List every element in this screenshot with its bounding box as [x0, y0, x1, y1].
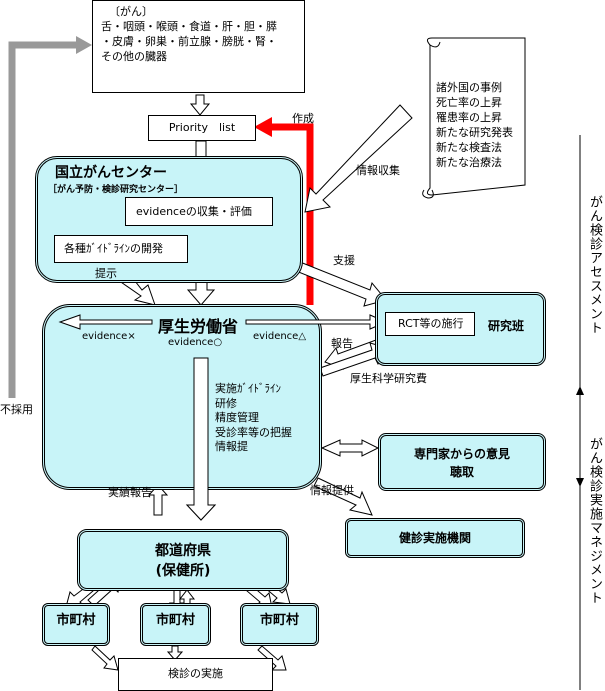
screening-org-box: 健診実施機関 [345, 518, 525, 558]
results-report-label: 実績報告 [108, 486, 152, 499]
scroll-line: 新たな検査法 [436, 141, 502, 154]
evidence-o-label: evidence○ [168, 337, 223, 348]
arrow-mun2-screen [166, 645, 184, 661]
support-label: 支援 [333, 254, 355, 267]
research-team-title: 研究班 [488, 319, 525, 333]
organs-line: その他の臓器 [101, 50, 167, 63]
prefecture-line: (保健所) [155, 563, 211, 579]
experts-line: 専門家からの意見 [413, 447, 510, 461]
arrow-info-provide [313, 477, 373, 516]
organs-line: 舌・咽頭・喉頭・食道・肝・胆・膵 [101, 20, 277, 33]
prefecture-box: 都道府県 (保健所) [77, 529, 289, 591]
experts-line: 聴取 [449, 465, 474, 479]
rct-box: RCT等の施行 [385, 312, 475, 336]
arrow-info-collect [304, 104, 413, 213]
mhlw-title: 厚生労働省 [156, 313, 241, 337]
rejected-label: 不採用 [0, 403, 33, 416]
ncc-title: 国立がんセンター [55, 165, 167, 181]
mhlw-item: 受診率等の把握 [215, 425, 292, 439]
municipality-box: 市町村 [42, 603, 110, 646]
priority-list-box: Priority list [148, 115, 256, 141]
municipality-box: 市町村 [240, 603, 319, 646]
assessment-label: がん検診アセスメント [587, 195, 602, 335]
arrow-mun1-screen [91, 645, 119, 671]
scroll-shape [426, 37, 526, 196]
evidence-x-label: evidence× [82, 331, 136, 342]
mhlw-item: 精度管理 [215, 411, 259, 424]
mhlw-item: 情報提 [215, 440, 248, 453]
evidence-collect-box: evidenceの収集・評価 [125, 197, 273, 226]
scroll-line: 新たな治療法 [436, 156, 502, 169]
reject-arrow [8, 41, 78, 398]
arrow-organs-to-list [189, 94, 211, 116]
scroll-line: 死亡率の上昇 [436, 96, 502, 109]
organs-line: 〔がん〕 [109, 5, 153, 18]
ncc-subtitle: ［がん予防・検診研究センター］ [48, 185, 184, 195]
organs-box: 〔がん〕 舌・咽頭・喉頭・食道・肝・胆・膵 ・皮膚・卵巣・前立腺・膀胱・腎・ そ… [92, 0, 305, 93]
report-label: 報告 [331, 337, 353, 350]
scroll-line: 罹患率の上昇 [436, 111, 502, 124]
arrow-experts [320, 439, 380, 457]
mhlw-item: 研修 [215, 396, 237, 410]
management-label: がん検診実施マネジメント [587, 437, 602, 605]
arrow-results [147, 484, 169, 516]
scroll-line: 新たな研究発表 [436, 126, 513, 139]
present-label: 提示 [95, 267, 117, 280]
created-label: 作成 [292, 112, 314, 125]
grant-label: 厚生科学研究費 [350, 372, 427, 385]
experts-box: 専門家からの意見 聴取 [378, 433, 546, 491]
mhlw-item: 実施ｶﾞｲﾄﾞﾗｲﾝ [215, 382, 281, 395]
create-arrow [270, 123, 314, 305]
scroll-text: 諸外国の事例 死亡率の上昇 罹患率の上昇 新たな研究発表 新たな検査法 新たな治… [436, 80, 513, 170]
info-collect-label: 情報収集 [356, 164, 400, 177]
organs-line: ・皮膚・卵巣・前立腺・膀胱・腎・ [101, 35, 277, 48]
scroll-line: 諸外国の事例 [436, 81, 502, 94]
prefecture-line: 都道府県 [155, 543, 211, 559]
guideline-dev-box: 各種ｶﾞｲﾄﾞﾗｲﾝの開発 [54, 235, 188, 263]
info-provide-label: 情報提供 [310, 484, 354, 497]
screening-box: 検診の実施 [118, 658, 273, 691]
evidence-t-label: evidence△ [253, 331, 307, 342]
mhlw-items: 実施ｶﾞｲﾄﾞﾗｲﾝ 研修 精度管理 受診率等の把握 情報提 [215, 382, 292, 455]
municipality-box: 市町村 [140, 603, 211, 646]
